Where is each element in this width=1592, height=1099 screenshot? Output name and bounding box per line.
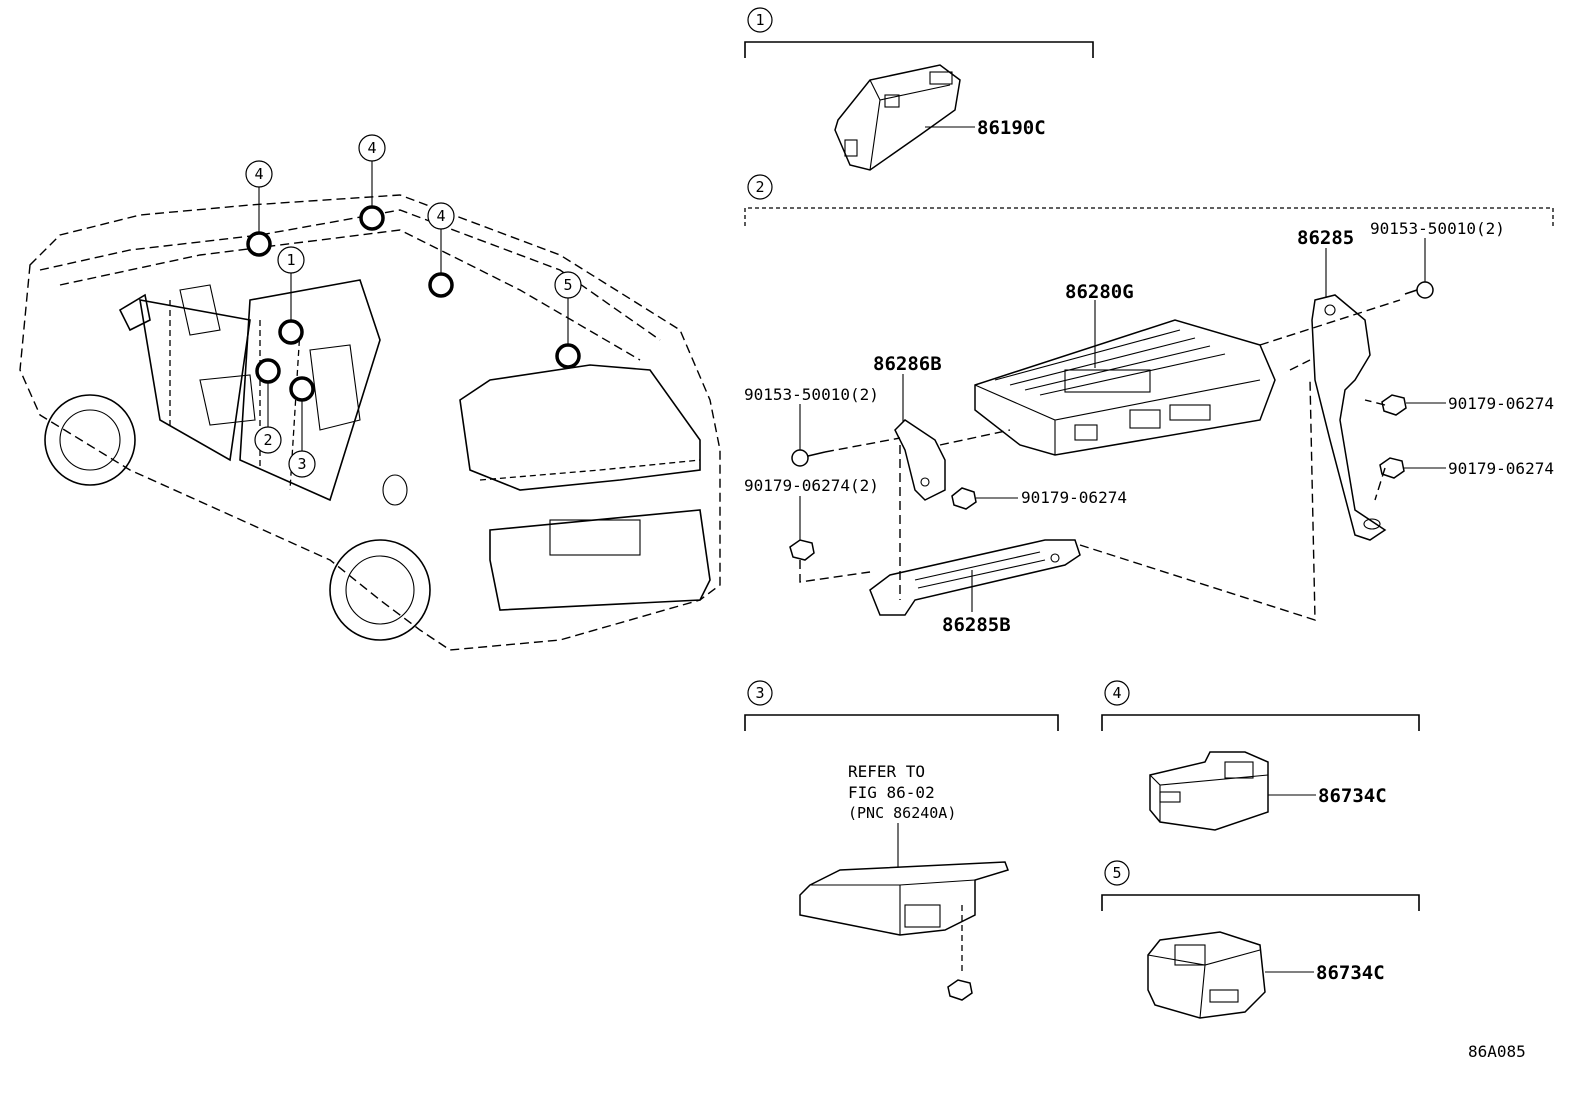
- callout-circle: [254, 426, 282, 454]
- part-86734c-b-drawing: [1147, 931, 1266, 1019]
- part-86285b-drawing: [869, 539, 1081, 616]
- part-label-90153-left: 90153-50010(2): [744, 385, 879, 404]
- nut-90179-middle-drawing: [951, 487, 977, 510]
- part-label-86280g: 86280G: [1065, 281, 1134, 303]
- section-1: 1 86190C: [744, 7, 1094, 171]
- location-marker-1: [278, 319, 304, 345]
- part-label-90179-middle: 90179-06274: [1021, 488, 1127, 507]
- callout-circle: [427, 202, 455, 230]
- callout-circle: [554, 271, 582, 299]
- part-86190c-drawing: [834, 64, 961, 171]
- callout-label: 5: [563, 276, 572, 294]
- bolt-90153-top-drawing: [1404, 281, 1434, 299]
- location-marker-4b: [359, 205, 385, 231]
- nut-90179-left-drawing: [789, 539, 815, 561]
- location-marker-4c: [428, 272, 454, 298]
- section-5: 5 86734C: [1101, 860, 1420, 1019]
- callout-label: 2: [263, 431, 272, 449]
- part-label-86285b: 86285B: [942, 614, 1011, 636]
- section-4: 4 86734C: [1101, 680, 1420, 831]
- figure-code: 86A085: [1468, 1042, 1526, 1061]
- section-3: 3 REFER TO FIG 86-02 (PNC 86240A): [744, 680, 1059, 1001]
- nut-90179-right-b-drawing: [1379, 457, 1405, 479]
- section-number: 5: [1112, 864, 1121, 882]
- section-number: 4: [1112, 684, 1121, 702]
- part-label-86190c: 86190C: [977, 117, 1046, 139]
- part-86280g-drawing: [974, 319, 1276, 456]
- callout-label: 4: [436, 207, 445, 225]
- section-number: 1: [755, 11, 764, 29]
- part-label-90179-right-a: 90179-06274: [1448, 394, 1554, 413]
- callout-label: 4: [367, 139, 376, 157]
- part-label-90153-top: 90153-50010(2): [1370, 219, 1505, 238]
- part-86240a-drawing: [799, 861, 1009, 936]
- part-86286b-drawing: [894, 419, 946, 501]
- section-2: 2 86280G 86285 86286B: [744, 174, 1554, 636]
- bolt-90153-left-drawing: [791, 449, 826, 467]
- nut-90179-right-a-drawing: [1381, 394, 1407, 416]
- part-86285-drawing: [1311, 294, 1387, 541]
- refer-note-line-3: (PNC 86240A): [848, 804, 956, 822]
- part-label-86286b: 86286B: [873, 353, 942, 375]
- section-number: 2: [755, 178, 764, 196]
- location-marker-5: [555, 343, 581, 369]
- location-marker-4a: [246, 231, 272, 257]
- callout-circle: [277, 246, 305, 274]
- part-label-86734c-b: 86734C: [1316, 962, 1385, 984]
- part-label-90179-left: 90179-06274(2): [744, 476, 879, 495]
- callout-label: 4: [254, 165, 263, 183]
- section-number: 3: [755, 684, 764, 702]
- vehicle-illustration: 4 4 4 1 5 2 3: [19, 134, 721, 651]
- part-label-90179-right-b: 90179-06274: [1448, 459, 1554, 478]
- callout-label: 3: [297, 455, 306, 473]
- part-label-86734c-a: 86734C: [1318, 785, 1387, 807]
- callout-circle: [245, 160, 273, 188]
- part-86734c-a-drawing: [1149, 751, 1269, 831]
- refer-note-line-2: FIG 86-02: [848, 783, 935, 802]
- callout-circle: [358, 134, 386, 162]
- part-label-86285: 86285: [1297, 227, 1354, 249]
- refer-note-line-1: REFER TO: [848, 762, 925, 781]
- location-marker-2: [255, 358, 281, 384]
- callout-circle: [288, 450, 316, 478]
- nut-drawing: [947, 979, 973, 1001]
- callout-label: 1: [286, 251, 295, 269]
- location-marker-3: [289, 376, 315, 402]
